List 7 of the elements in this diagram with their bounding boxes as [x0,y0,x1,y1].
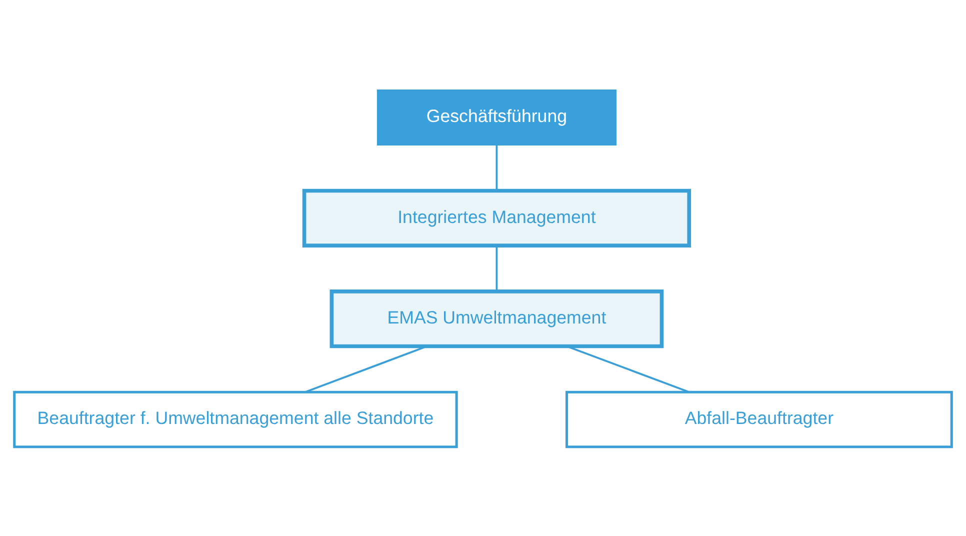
node-box: Integriertes Management [302,188,692,247]
node-box: Abfall-Beauftragter [566,390,953,448]
connector [496,144,498,190]
node-box: Beauftragter f. Umweltmanagement alle Standorte [13,390,458,448]
node-box: Geschäftsführung [376,88,616,146]
node-box: EMAS Umweltmanagement [330,289,664,348]
connector [496,245,498,291]
